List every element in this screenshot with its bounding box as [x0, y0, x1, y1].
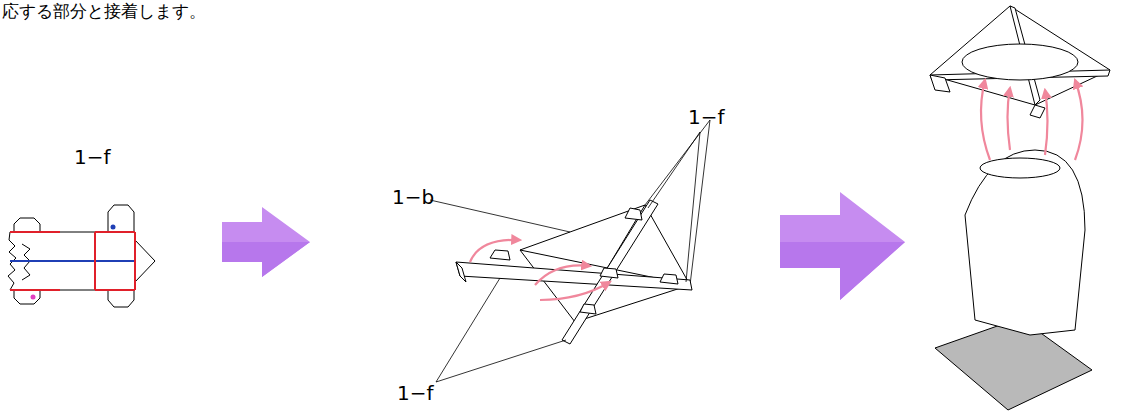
step-arrow — [780, 192, 905, 300]
glue-dot — [111, 225, 116, 230]
assembly — [456, 120, 710, 344]
finished-model — [930, 6, 1110, 410]
part-label: 1−b — [392, 186, 434, 208]
glue-arrows — [981, 80, 1083, 160]
part-net — [8, 205, 155, 307]
step-arrow — [222, 207, 310, 277]
part-label: 1−f — [397, 382, 434, 404]
instruction-note: 応する部分と接着します。 — [2, 2, 206, 21]
glue-dot — [31, 295, 36, 300]
glue-arrows — [470, 240, 610, 300]
fold-lines — [10, 232, 135, 290]
part-label: 1−f — [74, 146, 111, 168]
part-label: 1−f — [688, 106, 725, 128]
leader-lines — [430, 132, 700, 382]
